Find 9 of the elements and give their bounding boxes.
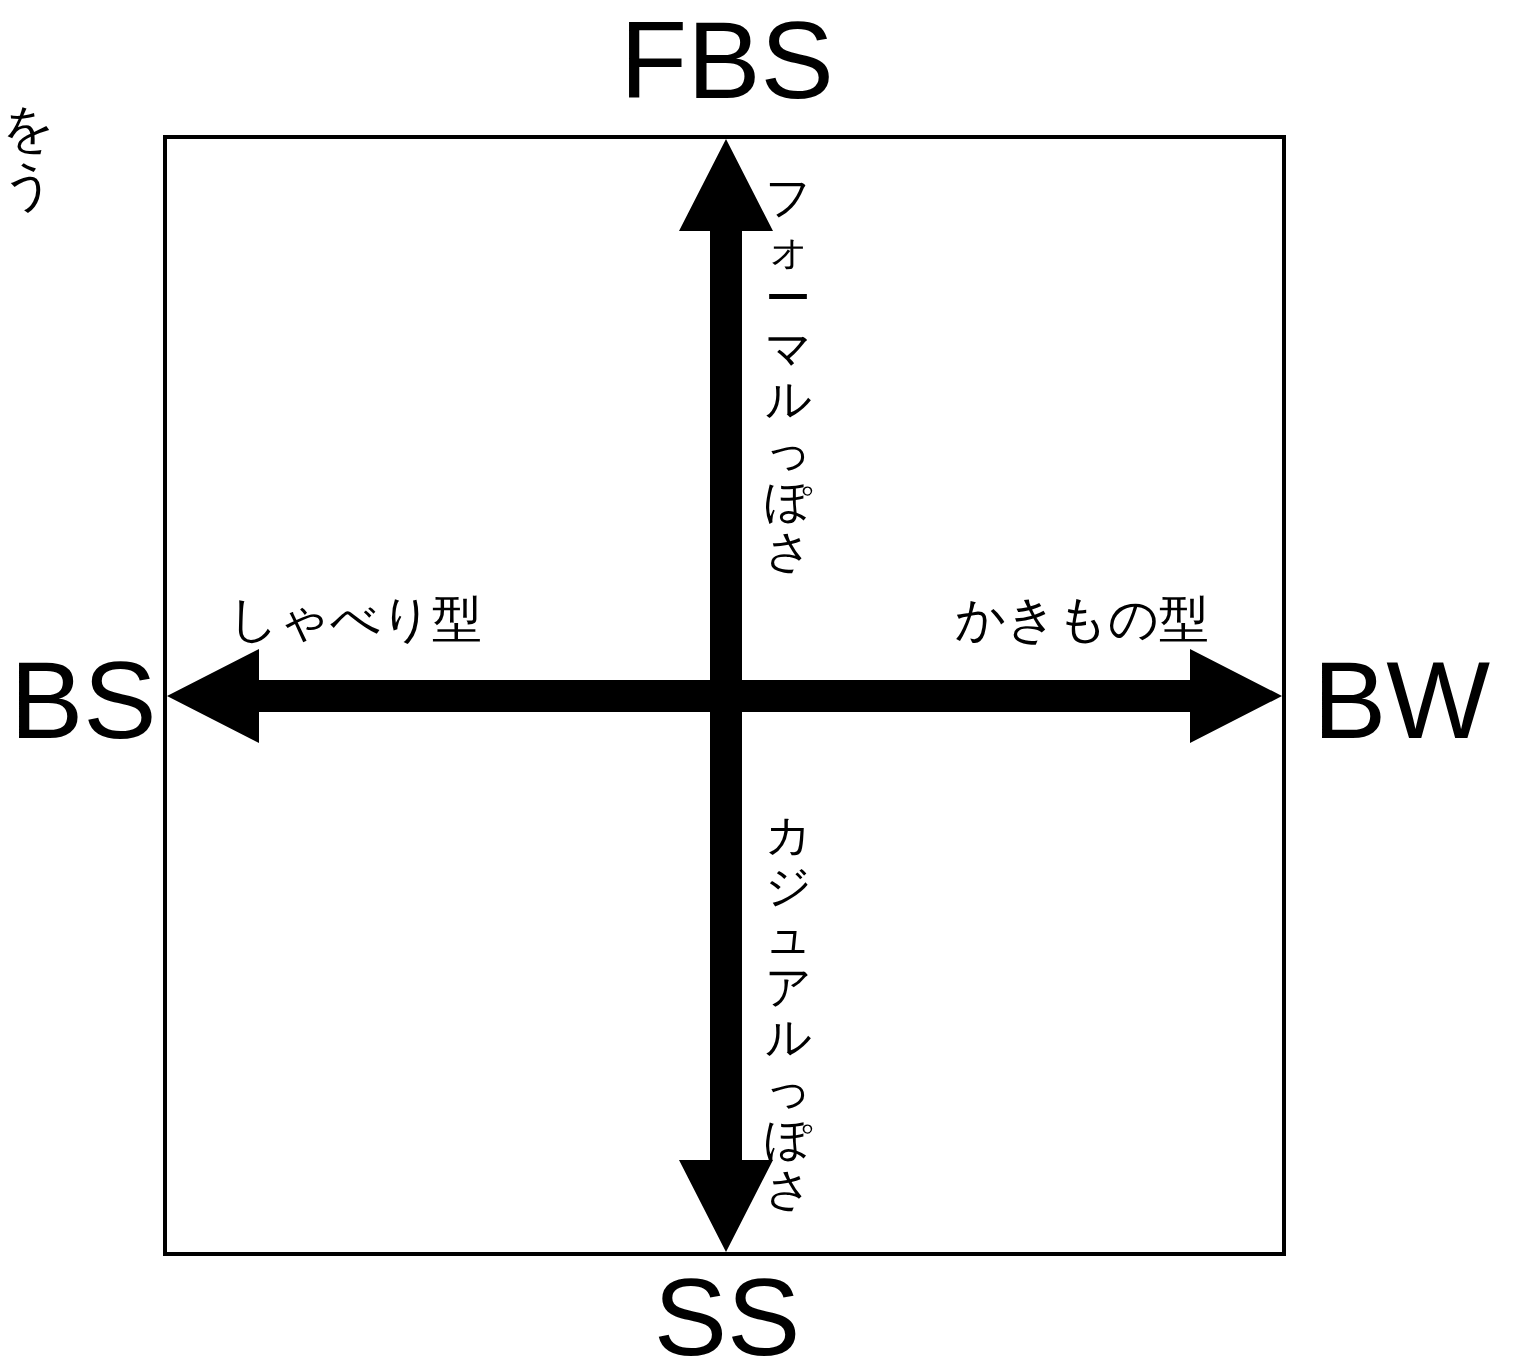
quadrant-label: しゃべり型	[228, 594, 482, 644]
axis-label: FBS	[620, 5, 834, 115]
axis-label: BS	[10, 645, 157, 755]
axis-description: フォーマルっぽさ	[765, 172, 811, 577]
axis-description: カジュアルっぽさ	[765, 810, 811, 1215]
vertical-text: をう	[2, 100, 54, 215]
axis-label: BW	[1313, 645, 1491, 755]
quadrant-label: かきもの型	[955, 594, 1209, 644]
axis-label: SS	[653, 1262, 801, 1370]
